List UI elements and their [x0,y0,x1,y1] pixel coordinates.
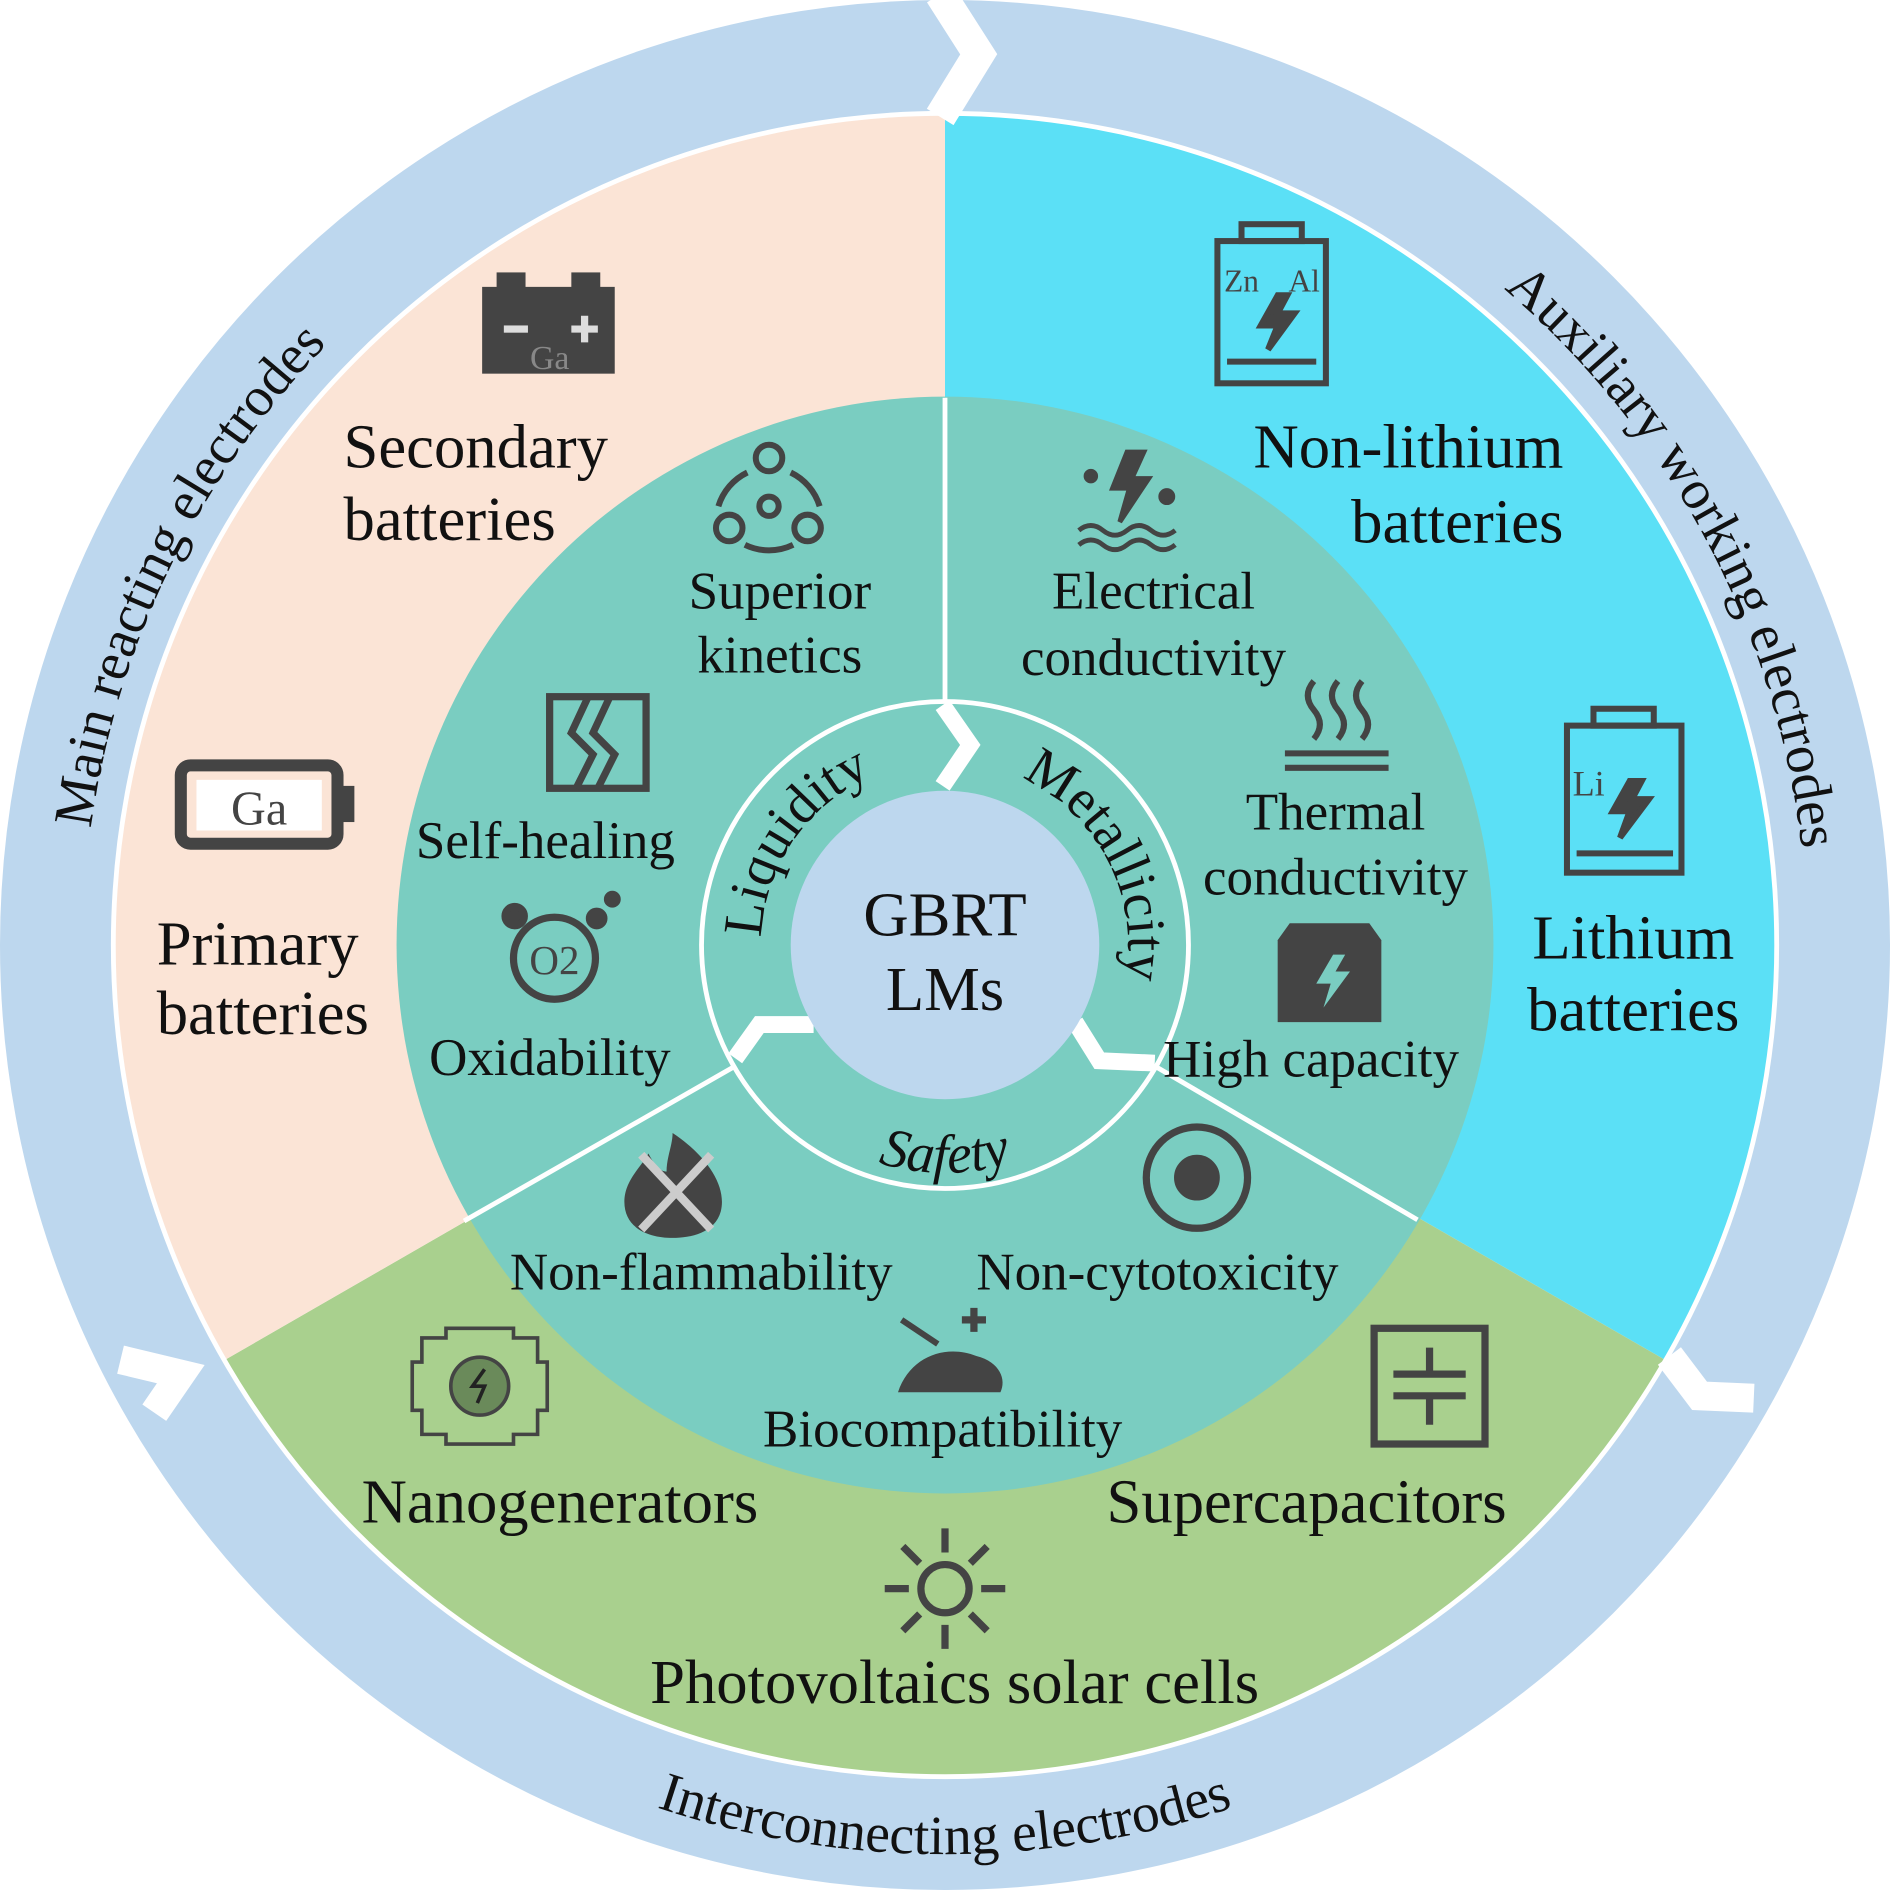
ring-separator [1657,1347,1755,1413]
high-capacity-label: High capacity [1163,1030,1459,1088]
lithium-battery-icon: Li [1563,705,1685,876]
safety-label: Safety [875,1116,1015,1186]
electrical-conductivity-label-2: conductivity [1021,629,1287,687]
electrical-water-icon [1077,449,1177,553]
superior-kinetics-label-2: kinetics [697,627,862,685]
lithium-batteries-label-2: batteries [1527,975,1739,1045]
secondary-battery-icon: Ga [482,272,615,377]
thermal-conductivity-label: Thermal [1246,783,1426,841]
zinc-aluminum-battery-icon: Zn Al [1214,221,1329,387]
non-cytotoxicity-icon [1142,1123,1252,1232]
ga-icon-label: Ga [530,340,569,377]
li-icon-label: Li [1573,764,1605,804]
ring-separator [117,1345,205,1421]
sun-icon [884,1528,1006,1649]
nanogenerator-icon [410,1326,550,1446]
supercapacitor-icon [1370,1324,1489,1448]
ga-icon-label: Ga [231,782,287,835]
superior-kinetics-label: Superior [689,563,872,621]
primary-batteries-label-2: batteries [157,978,369,1048]
nanogenerators-label: Nanogenerators [362,1466,759,1536]
thermal-conductivity-label-2: conductivity [1203,848,1469,906]
primary-batteries-label: Primary [157,908,360,978]
ring-separator [926,0,998,126]
kinetics-molecule-icon [712,441,824,554]
self-healing-icon [546,693,650,792]
non-lithium-batteries-label: Non-lithium [1254,412,1564,482]
electrical-conductivity-label: Electrical [1052,563,1255,621]
o2-icon-label: O2 [529,937,579,983]
non-cytotoxicity-label: Non-cytotoxicity [976,1244,1339,1302]
non-flammable-icon [624,1133,722,1238]
center-circle [790,790,1100,1100]
oxygen-bubble-icon: O2 [501,890,621,1003]
zn-icon-label: Zn [1224,264,1259,299]
center-subtitle: LMs [886,954,1004,1024]
biocompatibility-label: Biocompatibility [763,1400,1123,1458]
secondary-batteries-label-2: batteries [344,484,556,554]
non-flammability-label: Non-flammability [510,1244,893,1302]
inner-ring [699,699,1191,1191]
supercapacitors-label: Supercapacitors [1107,1466,1507,1536]
lithium-batteries-label: Lithium [1532,902,1734,972]
secondary-batteries-label: Secondary [344,412,609,482]
biocompatibility-mouse-icon [897,1307,1003,1393]
heat-icon [1284,679,1389,771]
non-lithium-batteries-label-2: batteries [1351,486,1563,556]
al-icon-label: Al [1289,264,1321,299]
high-capacity-battery-icon [1277,923,1382,1023]
primary-battery-icon: Ga [174,759,355,850]
photovoltaics-label: Photovoltaics solar cells [650,1647,1259,1717]
center-title: GBRT [863,879,1026,949]
oxidability-label: Oxidability [429,1029,671,1087]
self-healing-label: Self-healing [416,812,675,870]
